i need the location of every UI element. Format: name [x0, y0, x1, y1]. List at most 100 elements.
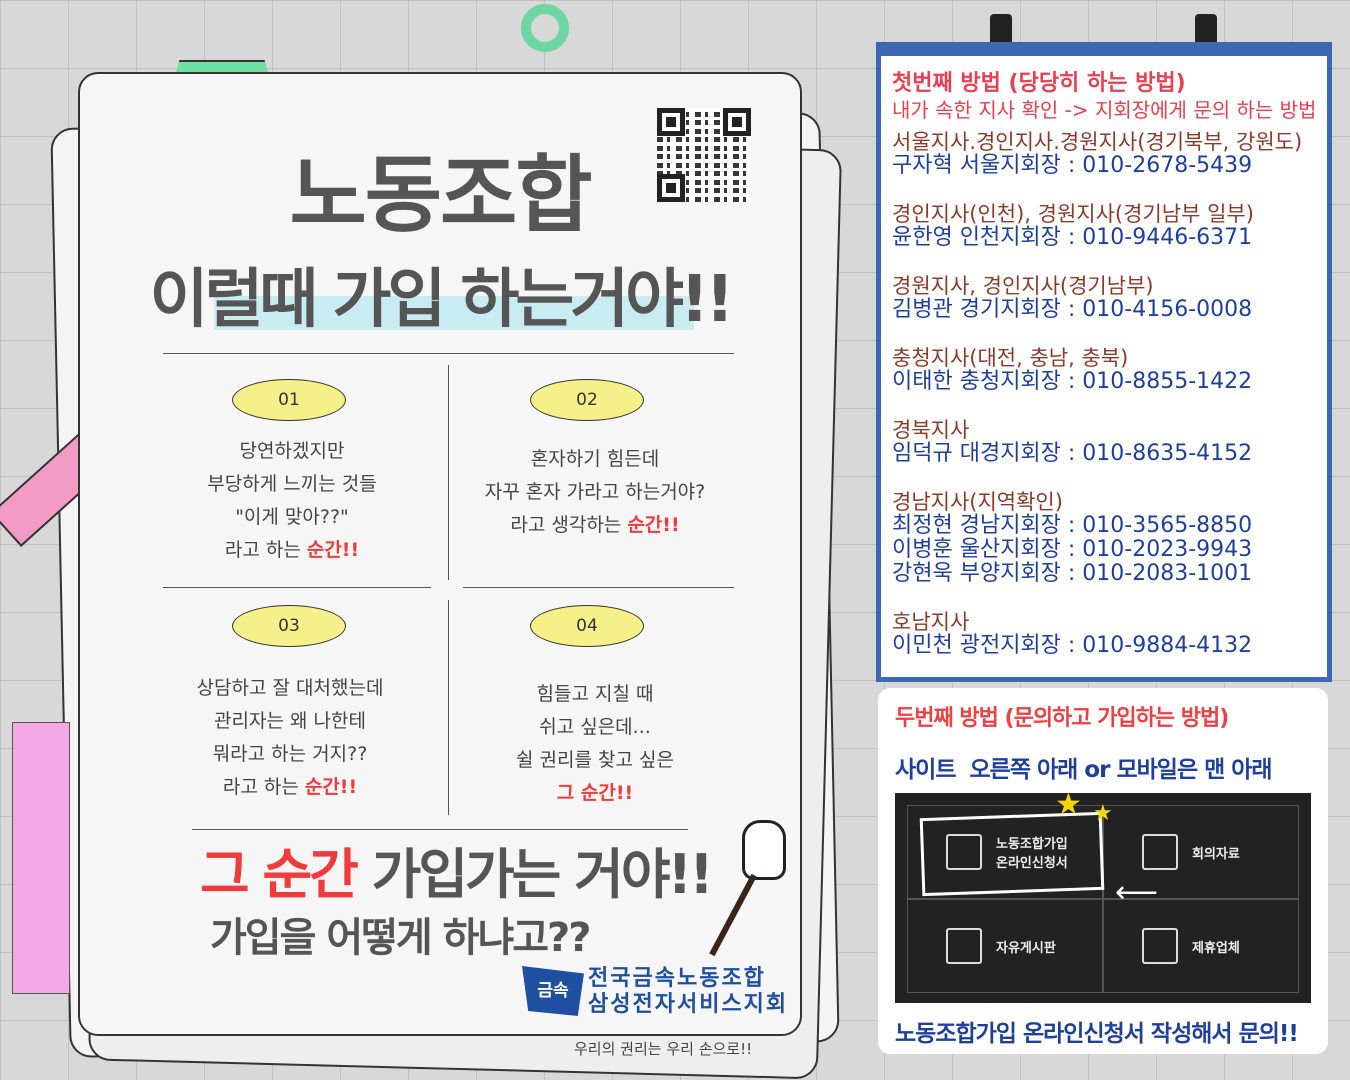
cta-emphasis: 그 순간: [200, 843, 359, 906]
text-line: 쉬고 싶은데...: [539, 716, 651, 738]
title-highlight: [214, 296, 694, 330]
branch-contact[interactable]: 구자혁 서울지회장 : 010-2678-5439: [892, 153, 1253, 178]
branch-group: 경원지사, 경인지사(경기남부)김병관 경기지회장 : 010-4156-000…: [892, 274, 1322, 322]
item-number-badge: 04: [530, 605, 644, 647]
document-icon: [946, 834, 982, 870]
branch-contact[interactable]: 임덕규 대경지회장 : 010-8635-4152: [892, 441, 1253, 466]
text-line: 혼자하기 힘든데: [530, 448, 660, 470]
text-plain: 라고 생각하는: [510, 514, 628, 536]
text-emphasis: 순간!!: [304, 776, 358, 798]
branch-group: 충청지사(대전, 충남, 충북)이태한 충청지회장 : 010-8855-142…: [892, 346, 1322, 394]
menu-label-line: 온라인신청서: [996, 856, 1068, 871]
branch-contact[interactable]: 이민천 광전지회장 : 010-9884-4132: [892, 633, 1253, 658]
star-icon: ★: [1055, 787, 1082, 822]
arrow-icon: ⟵: [1115, 875, 1159, 910]
text-emphasis: 그 순간!!: [556, 782, 634, 804]
branch-region: 경남지사(지역확인): [892, 490, 1063, 514]
poster-card: [78, 72, 802, 1036]
logo-text: 금속: [537, 981, 569, 1001]
org-line: 삼성전자서비스지회: [588, 992, 789, 1017]
poster-title: 노동조합: [289, 146, 592, 244]
method2-title: 두번째 방법 (문의하고 가입하는 방법): [895, 706, 1229, 731]
text-plain: 라고 하는: [222, 776, 305, 798]
text-emphasis: 순간!!: [627, 514, 680, 536]
branch-contact[interactable]: 이병훈 울산지회장 : 010-2023-9943: [892, 537, 1253, 562]
menu-label: 제휴업체: [1192, 940, 1240, 956]
text-line: 부당하게 느끼는 것들: [207, 473, 377, 495]
text-line: 라고 생각하는 순간!!: [453, 509, 737, 542]
pen-document-icon: [946, 928, 982, 964]
inbox-icon: [1142, 834, 1178, 870]
item-03-text: 상담하고 잘 대처했는데 관리자는 왜 나한테 뭐라고 하는 거지?? 라고 하…: [148, 672, 432, 804]
item-number-badge: 02: [530, 379, 644, 421]
menu-label: 회의자료: [1192, 846, 1240, 862]
method2-footer: 노동조합가입 온라인신청서 작성해서 문의!!: [895, 1021, 1299, 1047]
question-text: 가입을 어떻게 하냐고??: [210, 915, 591, 961]
branch-list: 서울지사.경인지사.경원지사(경기북부, 강원도)구자혁 서울지회장 : 010…: [892, 130, 1322, 682]
poster-subtitle: 이럴때 가입 하는거야!!: [149, 263, 735, 337]
star-icon: ★: [1093, 801, 1113, 826]
slogan: 우리의 권리는 우리 손으로!!: [574, 1040, 753, 1058]
ring-decoration: [521, 4, 569, 52]
text-line: 그 순간!!: [453, 777, 737, 810]
menu-label-line: 노동조합가입: [996, 837, 1068, 852]
text-line: 쉴 권리를 찾고 싶은: [516, 749, 674, 771]
cta-text: 가입가는 거야!!: [355, 843, 714, 906]
text-plain: 라고 하는: [224, 539, 307, 561]
menu-partners[interactable]: 제휴업체: [1103, 899, 1299, 993]
highlight-scribble: [919, 811, 1105, 897]
method1-subtitle: 내가 속한 지사 확인 -> 지회장에게 문의 하는 방법: [892, 98, 1317, 122]
branch-contact[interactable]: 강현욱 부양지회장 : 010-2083-1001: [892, 561, 1253, 586]
branch-contact[interactable]: 윤한영 인천지회장 : 010-9446-6371: [892, 225, 1253, 250]
branch-contact[interactable]: 이태한 충청지회장 : 010-8855-1422: [892, 369, 1253, 394]
item-number-badge: 01: [232, 379, 346, 421]
branch-contact[interactable]: 최정현 경남지회장 : 010-3565-8850: [892, 513, 1253, 538]
method2-subtitle: 사이트 오른쪽 아래 or 모바일은 맨 아래: [895, 757, 1273, 783]
item-01-text: 당연하겠지만 부당하게 느끼는 것들 "이게 맞아??" 라고 하는 순간!!: [150, 435, 434, 567]
union-logo: 금속: [522, 966, 584, 1016]
branch-region: 경북지사: [892, 418, 970, 442]
method1-title: 첫번째 방법 (당당히 하는 방법): [892, 71, 1186, 96]
branch-region: 충청지사(대전, 충남, 충북): [892, 346, 1129, 370]
pin-icon: [990, 14, 1012, 44]
branch-region: 경인지사(인천), 경원지사(경기남부 일부): [892, 202, 1254, 226]
qr-finder: [657, 174, 685, 202]
pointing-hand-icon: [742, 820, 786, 880]
text-line: 관리자는 왜 나한테: [214, 710, 366, 732]
sticky-note: [12, 722, 70, 994]
text-line: 라고 하는 순간!!: [148, 771, 432, 804]
text-line: "이게 맞아??": [235, 506, 349, 528]
menu-free-board[interactable]: 자유게시판: [907, 899, 1103, 993]
divider: [192, 829, 688, 830]
item-02-text: 혼자하기 힘든데 자꾸 혼자 가라고 하는거야? 라고 생각하는 순간!!: [453, 443, 737, 542]
text-line: 라고 하는 순간!!: [150, 534, 434, 567]
branch-group: 서울지사.경인지사.경원지사(경기북부, 강원도)구자혁 서울지회장 : 010…: [892, 130, 1322, 178]
divider: [448, 600, 449, 815]
text-line: 힘들고 지칠 때: [536, 683, 654, 705]
branch-group: 경인지사(인천), 경원지사(경기남부 일부)윤한영 인천지회장 : 010-9…: [892, 202, 1322, 250]
divider: [163, 353, 734, 354]
call-to-action: 그 순간 가입가는 거야!!: [200, 830, 714, 909]
item-number-badge: 03: [232, 605, 346, 647]
qr-finder: [723, 108, 751, 136]
item-04-text: 힘들고 지칠 때 쉬고 싶은데... 쉴 권리를 찾고 싶은 그 순간!!: [453, 678, 737, 810]
text-line: 상담하고 잘 대처했는데: [196, 677, 384, 699]
branch-region: 경원지사, 경인지사(경기남부): [892, 274, 1154, 298]
org-line: 전국금속노동조합: [588, 966, 766, 991]
text-line: 뭐라고 하는 거지??: [212, 743, 368, 765]
text-line: 당연하겠지만: [239, 440, 345, 462]
menu-meeting-materials[interactable]: 회의자료: [1103, 805, 1299, 899]
menu-label: 자유게시판: [996, 940, 1056, 956]
branch-contact[interactable]: 김병관 경기지회장 : 010-4156-0008: [892, 297, 1253, 322]
branch-region: 호남지사: [892, 610, 970, 634]
handshake-icon: [1142, 928, 1178, 964]
pin-icon: [1195, 14, 1217, 44]
text-emphasis: 순간!!: [306, 539, 360, 561]
